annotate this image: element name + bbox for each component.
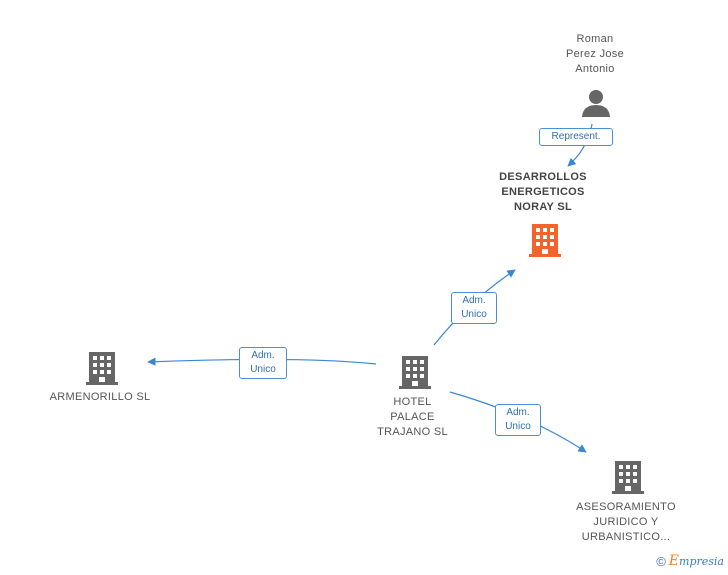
footer-brand: © Empresia [656, 553, 724, 569]
node-label-asesoramiento[interactable]: ASESORAMIENTO JURIDICO Y URBANISTICO... [576, 501, 676, 543]
edge-roman-desarrollos [567, 123, 593, 167]
person-icon[interactable] [581, 88, 611, 118]
node-label-armenorillo[interactable]: ARMENORILLO SL [49, 391, 151, 403]
building-icon[interactable] [528, 222, 562, 258]
edge-label-hotel-armenorillo[interactable]: Adm. Unico [239, 347, 287, 379]
node-label-roman[interactable]: Roman Perez Jose Antonio [565, 33, 625, 75]
brand-logo: Empresia [668, 553, 724, 569]
node-label-desarrollos[interactable]: DESARROLLOS ENERGETICOS NORAY SL [499, 171, 587, 213]
edge-label-represent[interactable]: Represent. [539, 128, 613, 146]
node-label-hotel[interactable]: HOTEL PALACE TRAJANO SL [377, 396, 448, 438]
edge-label-hotel-desarrollos[interactable]: Adm. Unico [451, 292, 497, 324]
building-icon[interactable] [85, 350, 119, 386]
edge-label-hotel-asesoramiento[interactable]: Adm. Unico [495, 404, 541, 436]
copyright-symbol: © [656, 553, 666, 569]
building-icon[interactable] [398, 354, 432, 390]
building-icon[interactable] [611, 459, 645, 495]
